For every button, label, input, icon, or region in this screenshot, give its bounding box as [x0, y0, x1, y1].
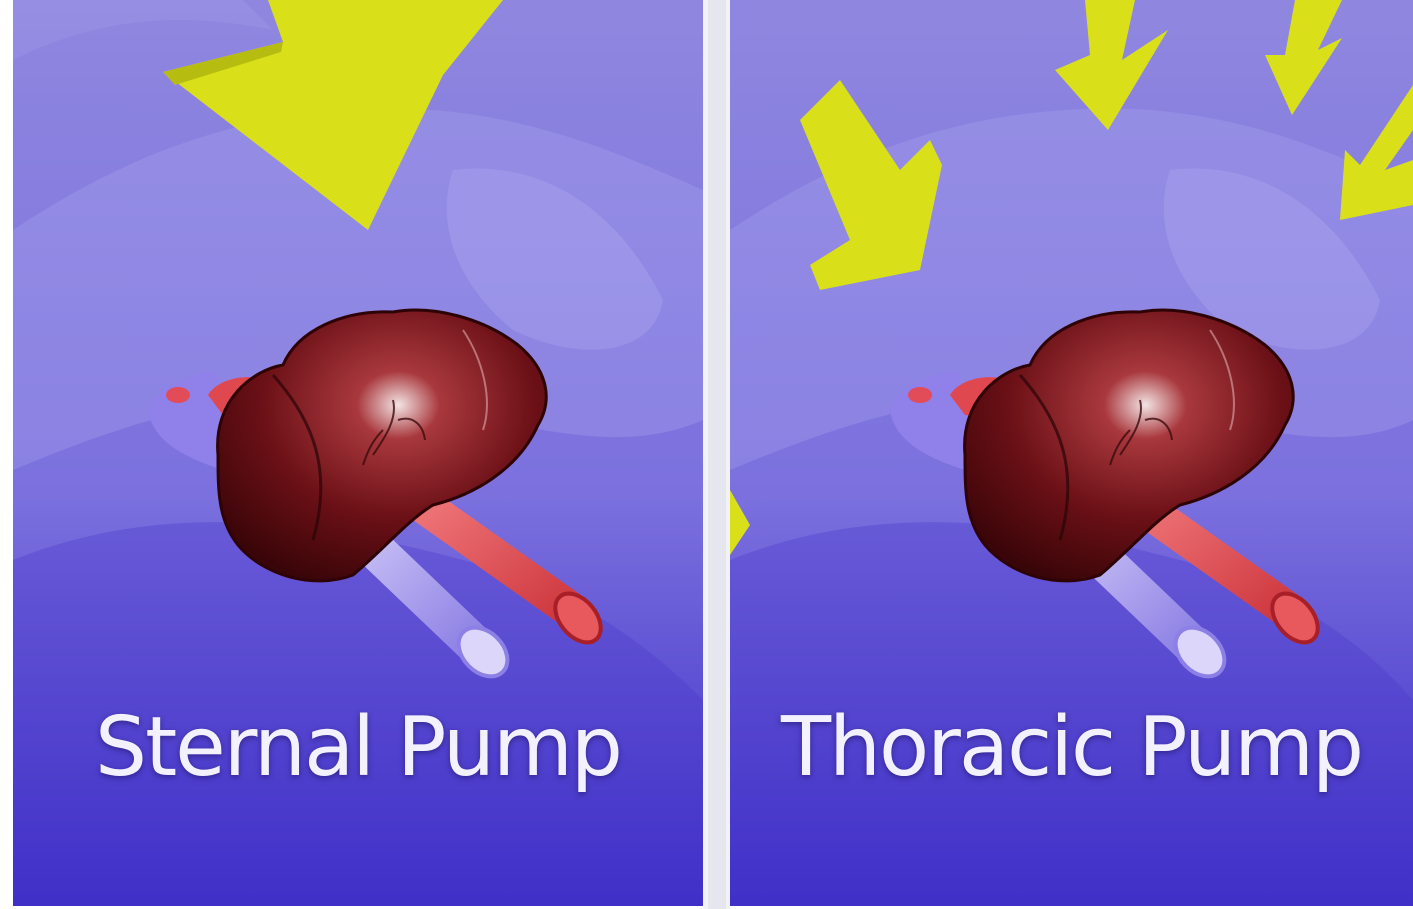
panel-divider-line	[708, 0, 726, 909]
thoracic-pump-panel: Thoracic Pump	[730, 0, 1413, 906]
thoracic-pump-caption: Thoracic Pump	[730, 700, 1413, 795]
sternal-pump-panel: Sternal Pump	[13, 0, 703, 906]
sternal-pump-caption: Sternal Pump	[13, 700, 703, 795]
